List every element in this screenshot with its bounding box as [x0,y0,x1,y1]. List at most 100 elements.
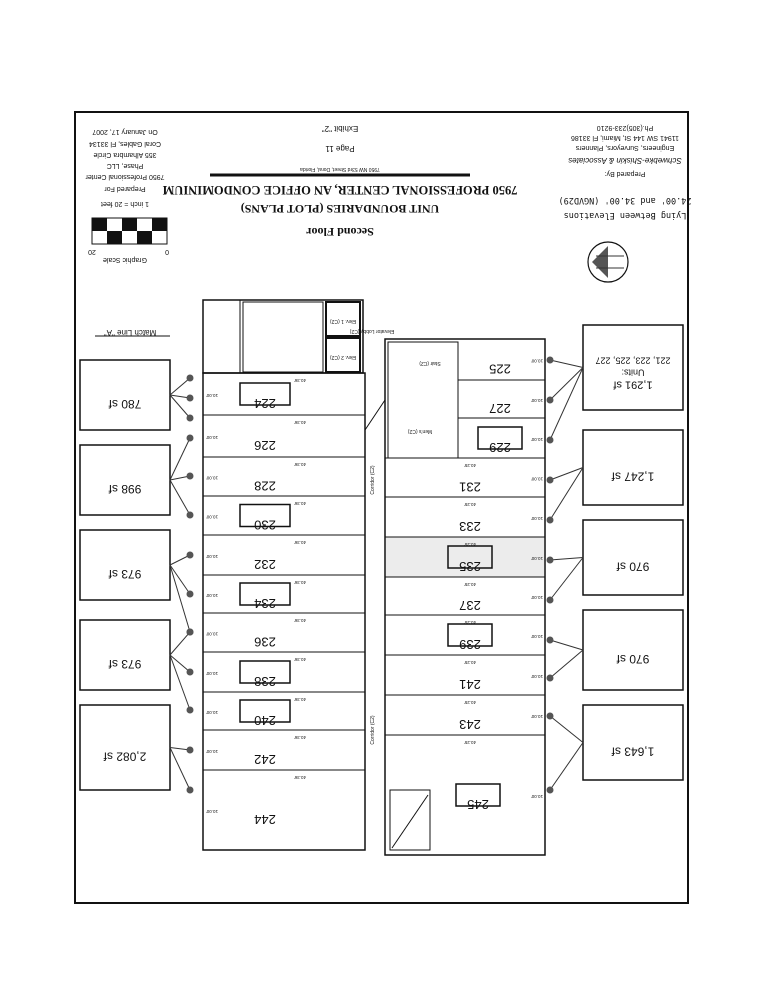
area-box-left [79,619,171,691]
dim-depth: 40.36' [294,501,306,506]
area-box-right [582,519,684,596]
dim-width: 10.00' [531,674,543,679]
area-value: 998 sf [108,482,141,496]
dim-depth: 40.25' [464,582,476,587]
elevator-1 [325,301,361,337]
elevator-2-label: Elev. 2 (C2) [330,354,356,360]
units-label: Units: [621,368,644,378]
stair-restroom-core [387,341,459,459]
dim-depth: 40.36' [294,775,306,780]
dim-width: 10.00' [531,398,543,403]
graphic-scale-label: Graphic Scale [103,256,147,263]
dim-depth: 40.25' [464,542,476,547]
unit-number-box [239,382,291,406]
leader-dot [546,396,554,404]
elevations-line-2: 24.00' and 34.00' (NGVD29) [558,195,691,205]
unit-240-label: 240 [254,713,276,728]
leader-dot [186,394,194,402]
area-value: 970 sf [616,560,649,574]
unit-235-shading [386,537,544,577]
area-value: 973 sf [108,567,141,581]
dim-depth: 40.36' [294,462,306,467]
subtitle: UNIT BOUNDARIES (PLOT PLANS) [241,202,440,216]
firm-phone: Ph.(305)233-9210 [597,124,654,131]
dim-width: 10.00' [206,710,218,715]
dim-width: 10.00' [206,515,218,520]
dim-depth: 40.36' [294,378,306,383]
area-box-left [79,444,171,516]
dim-width: 10.00' [531,714,543,719]
leader-dot [186,668,194,676]
area-value: 2,082 sf [103,750,146,764]
scale-min: 0 [165,248,169,255]
elevations-line-1: Lying Between Elevations [564,210,687,220]
dim-depth: 40.36' [294,735,306,740]
unit-227-label: 227 [489,401,511,416]
stair-2 [389,789,431,851]
dim-width: 10.00' [206,632,218,637]
unit-number-box [239,582,291,606]
dim-depth: 40.25' [464,463,476,468]
unit-230-label: 230 [254,518,276,533]
north-arrow-icon [587,241,629,283]
shaft [242,301,324,373]
dim-width: 10.00' [531,359,543,364]
unit-228-label: 228 [254,479,276,494]
units-list: 221, 223, 225, 227 [595,356,670,366]
unit-224-label: 224 [254,396,276,411]
unit-243-label: 243 [459,717,481,732]
leader-dot [186,414,194,422]
elevator-lobby-label: Elevator Lobby (C2) [349,328,394,334]
unit-241-label: 241 [459,677,481,692]
elevator-2 [325,337,361,373]
unit-number-box [239,699,291,723]
unit-225-label: 225 [489,362,511,377]
area-box-left [79,359,171,431]
leader-dot [186,511,194,519]
area-value: 1,291 sf [612,379,652,391]
leader-dot [186,706,194,714]
dim-width: 10.00' [206,593,218,598]
unit-231-label: 231 [459,480,481,495]
page-border [74,111,689,904]
area-box-left [79,529,171,601]
dim-width: 10.00' [531,516,543,521]
leader-dot [546,712,554,720]
dim-width: 10.00' [531,595,543,600]
leader-dot [546,356,554,364]
area-value: 970 sf [616,652,649,666]
area-box-right [582,704,684,781]
leader-dot [546,556,554,564]
dim-width: 10.00' [206,476,218,481]
left-wing [202,372,366,851]
unit-number-box [455,783,501,807]
leader-dot [546,596,554,604]
dim-depth: 40.25' [464,660,476,665]
unit-235-label: 235 [459,559,481,574]
leader-dot [546,516,554,524]
main-title: 7950 PROFESSIONAL CENTER, AN OFFICE COND… [162,183,517,197]
prepared-for-label: Prepared For [104,185,146,192]
match-line-label: Match Line "A" [104,328,157,337]
area-value: 973 sf [108,657,141,671]
leader-dot [186,374,194,382]
area-box-right [582,609,684,691]
leader-dot [186,590,194,598]
dim-width: 10.00' [206,749,218,754]
exhibit-label: Exhibit "2" [322,124,359,133]
right-wing [384,338,546,856]
unit-242-label: 242 [254,752,276,767]
page-number: Page 11 [325,144,355,153]
area-value: 1,643 sf [611,745,654,759]
unit-238-label: 238 [254,674,276,689]
scale-text: 1 inch = 20 feet [101,200,149,207]
dim-depth: 40.36' [294,657,306,662]
dim-width: 10.00' [531,477,543,482]
dim-width: 10.00' [531,794,543,799]
dim-depth: 40.36' [294,580,306,585]
unit-number-box [239,503,291,528]
plan-date: On January 17, 2007 [92,128,157,135]
dim-depth: 40.25' [464,700,476,705]
client-entity: Phase, LLC [107,162,144,169]
